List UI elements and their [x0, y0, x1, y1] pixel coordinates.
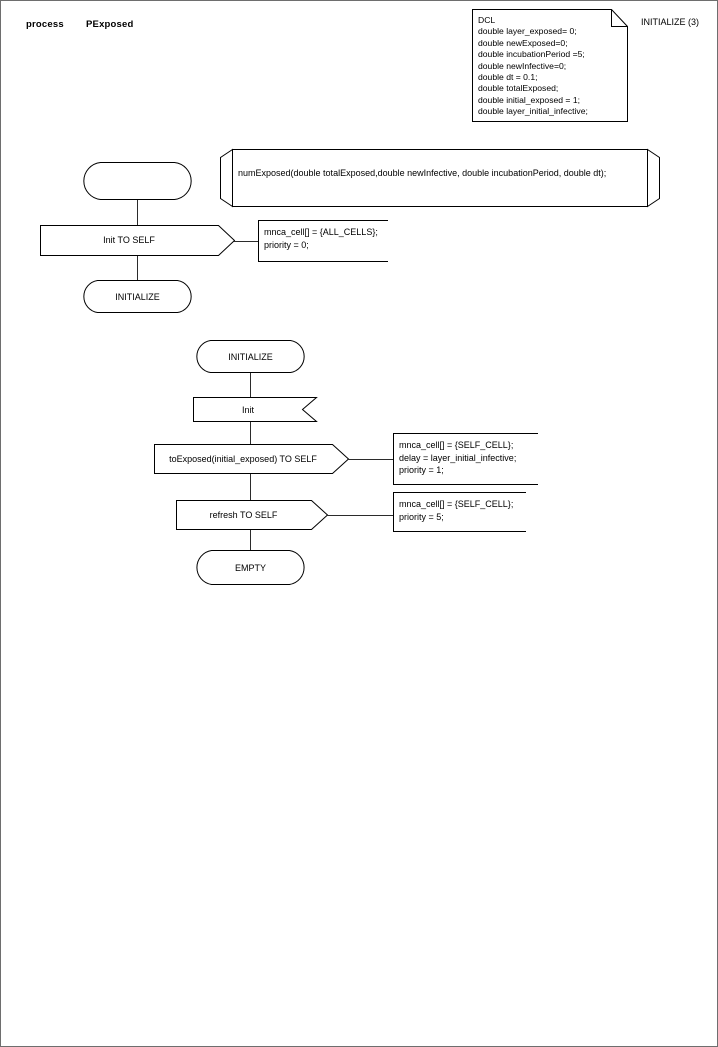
connector-input-to-output1 [250, 422, 251, 444]
nextstate-empty-shape[interactable] [194, 550, 307, 585]
output-signal-toexposed-shape[interactable] [154, 444, 350, 474]
output-signal-refresh-shape[interactable] [176, 500, 329, 530]
page-reference-label: INITIALIZE (3) [641, 17, 700, 27]
connector-output2-to-endstate [250, 530, 251, 551]
comment-leader-line-3 [327, 515, 394, 516]
comment-bracket-1-shape[interactable] [258, 220, 388, 262]
connector-state-to-input [250, 373, 251, 397]
declaration-note-text: DCL double layer_exposed= 0; double newE… [478, 15, 588, 117]
declaration-note-shape[interactable] [472, 9, 628, 122]
connector-start-to-output [137, 200, 138, 225]
output-signal-init-to-self-shape[interactable] [40, 225, 236, 256]
state-initialize-shape[interactable] [194, 340, 307, 373]
comment-bracket-2-shape[interactable] [393, 433, 538, 485]
process-name: PExposed [86, 19, 134, 30]
nextstate-initialize-shape[interactable] [81, 280, 194, 313]
input-signal-init-shape[interactable] [193, 397, 318, 422]
comment-leader-line-2 [348, 459, 394, 460]
comment-bracket-3-shape[interactable] [393, 492, 526, 532]
connector-output-to-state-1 [137, 256, 138, 281]
connector-output1-to-output2 [250, 474, 251, 500]
start-state-shape[interactable] [81, 162, 194, 200]
comment-leader-line-1 [234, 241, 259, 242]
macro-call-shape[interactable] [220, 148, 660, 208]
process-keyword: process [26, 19, 64, 30]
